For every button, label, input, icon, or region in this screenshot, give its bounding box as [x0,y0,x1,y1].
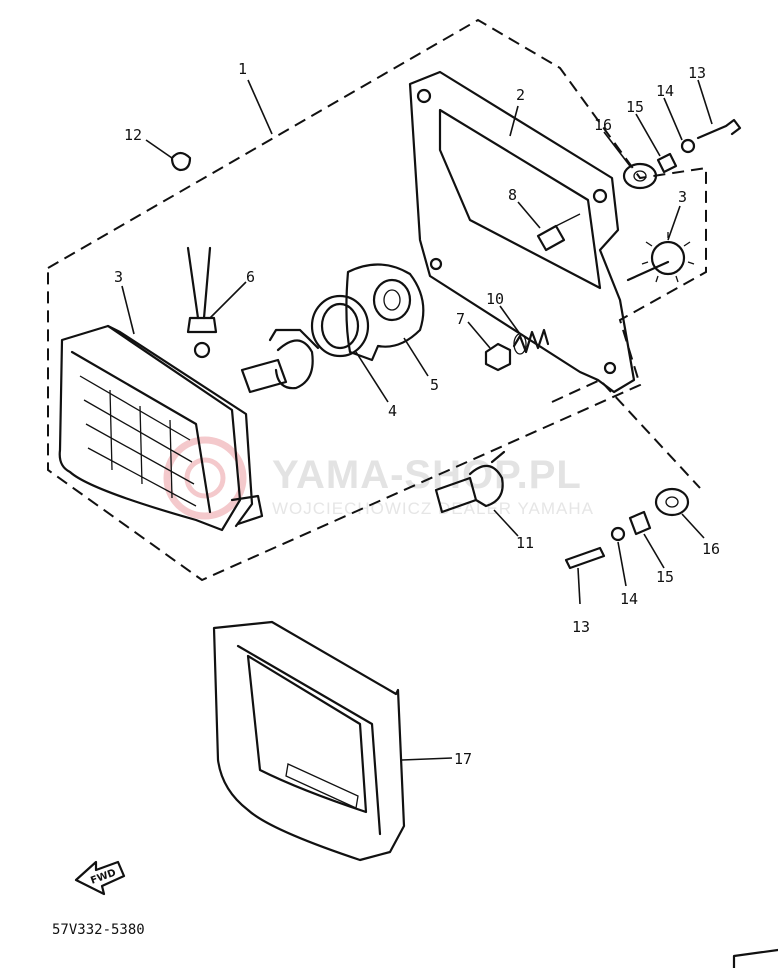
callout-11: 11 [516,534,534,552]
watermark-logo [163,436,247,520]
nut [484,342,512,372]
callout-1: 1 [238,60,247,78]
socket-cover [345,263,425,362]
headlight-bulb [240,328,320,394]
callout-13-upper: 13 [688,64,706,82]
adjuster-gear [626,232,695,283]
upper-grommet-set [622,118,742,190]
callout-16-upper: 16 [594,116,612,134]
headlight-unit [58,324,264,532]
fwd-label: FWD [89,868,117,887]
mounting-frame [408,70,636,394]
fwd-arrow-icon: FWD [74,860,126,896]
adjuster-screw [536,213,581,252]
callout-14-lower: 14 [620,590,638,608]
callout-6: 6 [246,268,255,286]
callout-5: 5 [430,376,439,394]
leader-lines [121,79,713,761]
lower-grommet-set [564,487,690,570]
callout-10: 10 [486,290,504,308]
diagram-code: 57V332-5380 [52,922,145,938]
assembly-boundary [47,18,707,582]
spare-bulb [434,450,506,514]
watermark-title: YAMA-SHOP.PL [272,453,582,497]
headlight-case [212,620,406,862]
callout-15-upper: 15 [626,98,644,116]
corner-box [732,948,778,968]
watermark: YAMA-SHOP.PL WOJCIECHOWICZ DEALER YAMAHA [163,436,594,520]
callout-16-lower: 16 [702,540,720,558]
callout-15-lower: 15 [656,568,674,586]
callout-3-gear: 3 [678,188,687,206]
retaining-ring [310,294,370,358]
callout-13-lower: 13 [572,618,590,636]
bulb-socket [186,246,218,359]
clip [170,151,192,172]
watermark-logo-inner [184,457,226,499]
callout-17: 17 [454,750,472,768]
watermark-subtitle: WOJCIECHOWICZ DEALER YAMAHA [272,499,594,518]
callout-8: 8 [508,186,517,204]
callout-2: 2 [516,86,525,104]
callout-3: 3 [114,268,123,286]
callout-4: 4 [388,402,397,420]
callout-7: 7 [456,310,465,328]
callout-14-upper: 14 [656,82,674,100]
callouts: 1 2 3 3 4 5 6 7 8 10 11 12 13 13 14 14 1… [114,60,720,768]
callout-12: 12 [124,126,142,144]
